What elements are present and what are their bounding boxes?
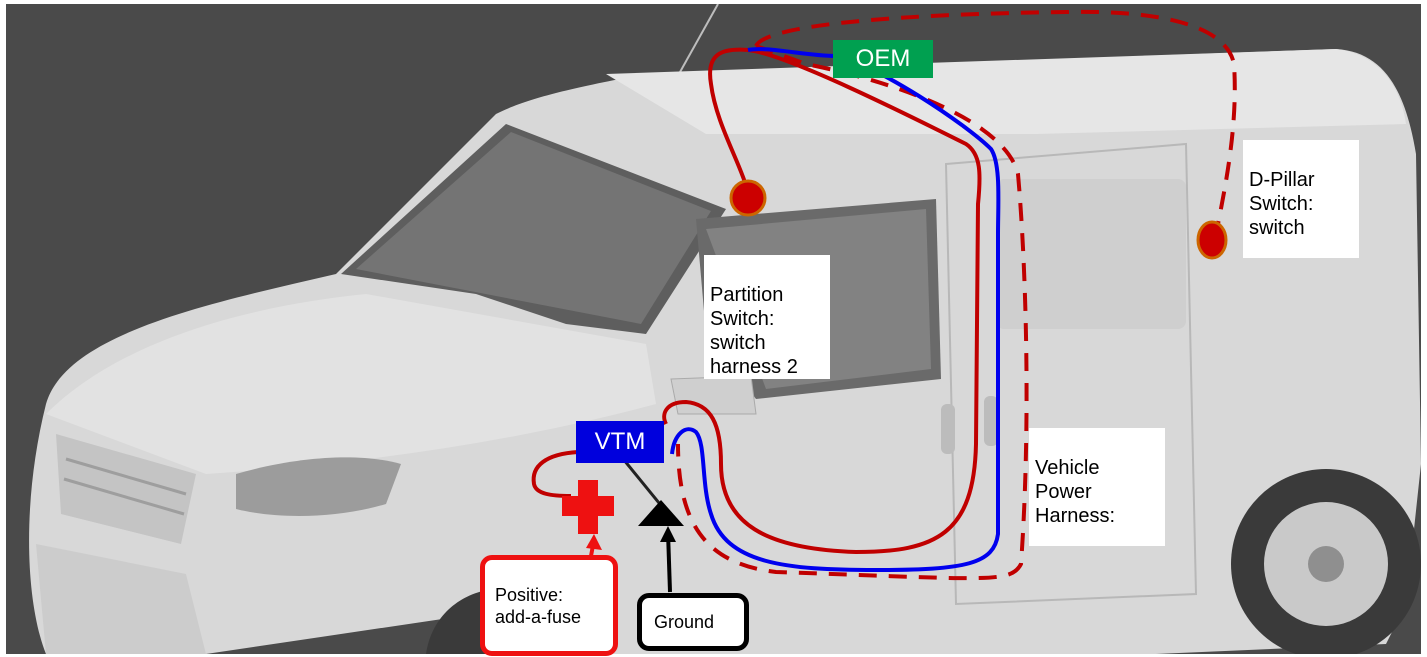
headlight xyxy=(236,457,401,516)
ground-arrowhead xyxy=(660,526,676,542)
ground-triangle-icon xyxy=(638,500,684,526)
fuse-red-wire xyxy=(531,450,579,498)
d-pillar-dashed-wire xyxy=(754,9,1237,235)
positive-callout: Positive: add-a-fuse xyxy=(480,555,618,656)
d-pillar-label-box: D-Pillar Switch: switch xyxy=(1243,140,1359,258)
sliding-door xyxy=(944,142,1198,606)
partition-label-box: Partition Switch: switch harness 2 xyxy=(704,255,830,379)
ground-callout: Ground xyxy=(637,593,749,651)
hood xyxy=(46,294,656,474)
ground-label: Ground xyxy=(654,612,715,632)
partition-red-wire xyxy=(662,47,982,555)
d-pillar-switch-icon xyxy=(1196,220,1228,260)
windshield-interior xyxy=(356,132,711,324)
positive-arrowhead xyxy=(586,534,602,550)
fuse-red-cross-icon xyxy=(562,480,614,534)
partition-label: Partition Switch: switch harness 2 xyxy=(710,284,798,378)
vtm-tag: VTM xyxy=(576,421,664,463)
d-pillar-label: D-Pillar Switch: switch xyxy=(1249,169,1315,239)
oem-tag: OEM xyxy=(833,40,933,78)
door-handle xyxy=(984,396,998,446)
grille xyxy=(56,434,196,544)
side-mirror xyxy=(670,375,757,415)
oem-label: OEM xyxy=(855,45,911,72)
door-handle xyxy=(941,404,955,454)
rear-window xyxy=(996,179,1186,329)
partition-switch-icon xyxy=(729,179,767,217)
vtm-label: VTM xyxy=(594,428,646,455)
vehicle-power-label: Vehicle Power Harness: xyxy=(1035,457,1116,527)
vehicle-power-label-box: Vehicle Power Harness: xyxy=(1029,428,1165,546)
positive-label: Positive: add-a-fuse xyxy=(495,584,582,627)
front-bumper xyxy=(36,544,206,654)
